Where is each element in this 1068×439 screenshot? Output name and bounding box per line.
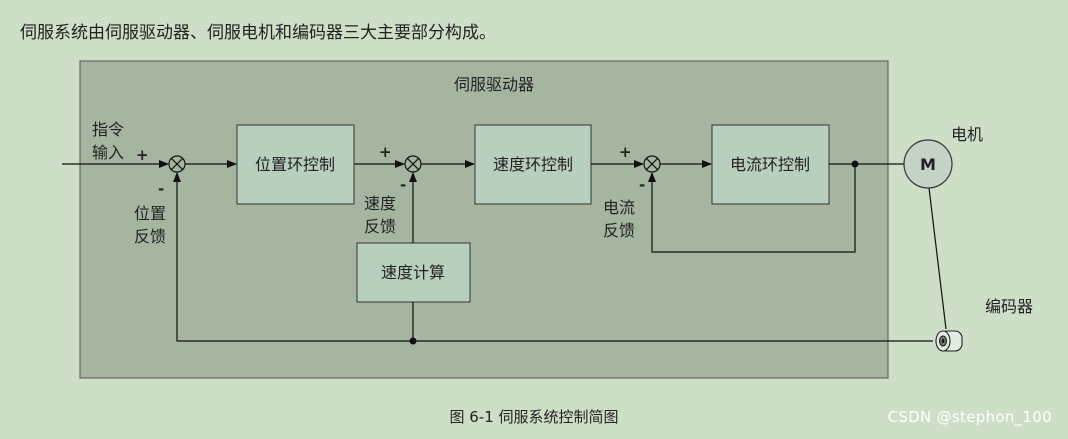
- position-feedback-line1: 位置: [134, 204, 166, 223]
- position-feedback-line2: 反馈: [134, 227, 166, 246]
- encoder-label: 编码器: [985, 297, 1033, 316]
- speed-control-label: 速度环控制: [493, 155, 573, 174]
- position-control-label: 位置环控制: [255, 155, 335, 174]
- intro-text: 伺服系统由伺服驱动器、伺服电机和编码器三大主要部分构成。: [20, 23, 496, 43]
- current-tap-dot: [851, 160, 859, 168]
- driver-title: 伺服驱动器: [454, 75, 534, 94]
- plus-sign-current: +: [619, 143, 632, 161]
- plus-sign-speed: +: [379, 143, 392, 161]
- plus-sign-position: +: [136, 146, 149, 164]
- minus-sign-current: -: [639, 176, 645, 194]
- motor-symbol: M: [903, 139, 953, 189]
- speed-calc-block: 速度计算: [356, 242, 471, 303]
- current-feedback-line1: 电流: [603, 198, 635, 217]
- feedback-tap-dot: [409, 337, 417, 345]
- position-control-block: 位置环控制: [236, 124, 355, 205]
- servo-driver-frame: [79, 60, 889, 379]
- speed-feedback-line2: 反馈: [364, 217, 396, 236]
- current-control-block: 电流环控制: [711, 124, 830, 205]
- encoder-icon: [935, 330, 963, 352]
- minus-sign-speed: -: [400, 176, 406, 194]
- signal-lines: [62, 160, 947, 342]
- speed-feedback-line1: 速度: [364, 194, 396, 213]
- watermark: CSDN @stephon_100: [887, 408, 1052, 426]
- motor-letter: M: [920, 155, 936, 174]
- speed-calc-label: 速度计算: [381, 263, 445, 282]
- figure-caption: 图 6-1 伺服系统控制简图: [449, 408, 619, 426]
- current-feedback-line2: 反馈: [603, 221, 635, 240]
- command-input-line1: 指令: [92, 120, 124, 139]
- speed-control-block: 速度环控制: [474, 124, 592, 205]
- motor-label: 电机: [951, 125, 983, 144]
- command-input-line2: 输入: [92, 143, 124, 162]
- minus-sign-position: -: [158, 180, 164, 198]
- current-control-label: 电流环控制: [730, 155, 810, 174]
